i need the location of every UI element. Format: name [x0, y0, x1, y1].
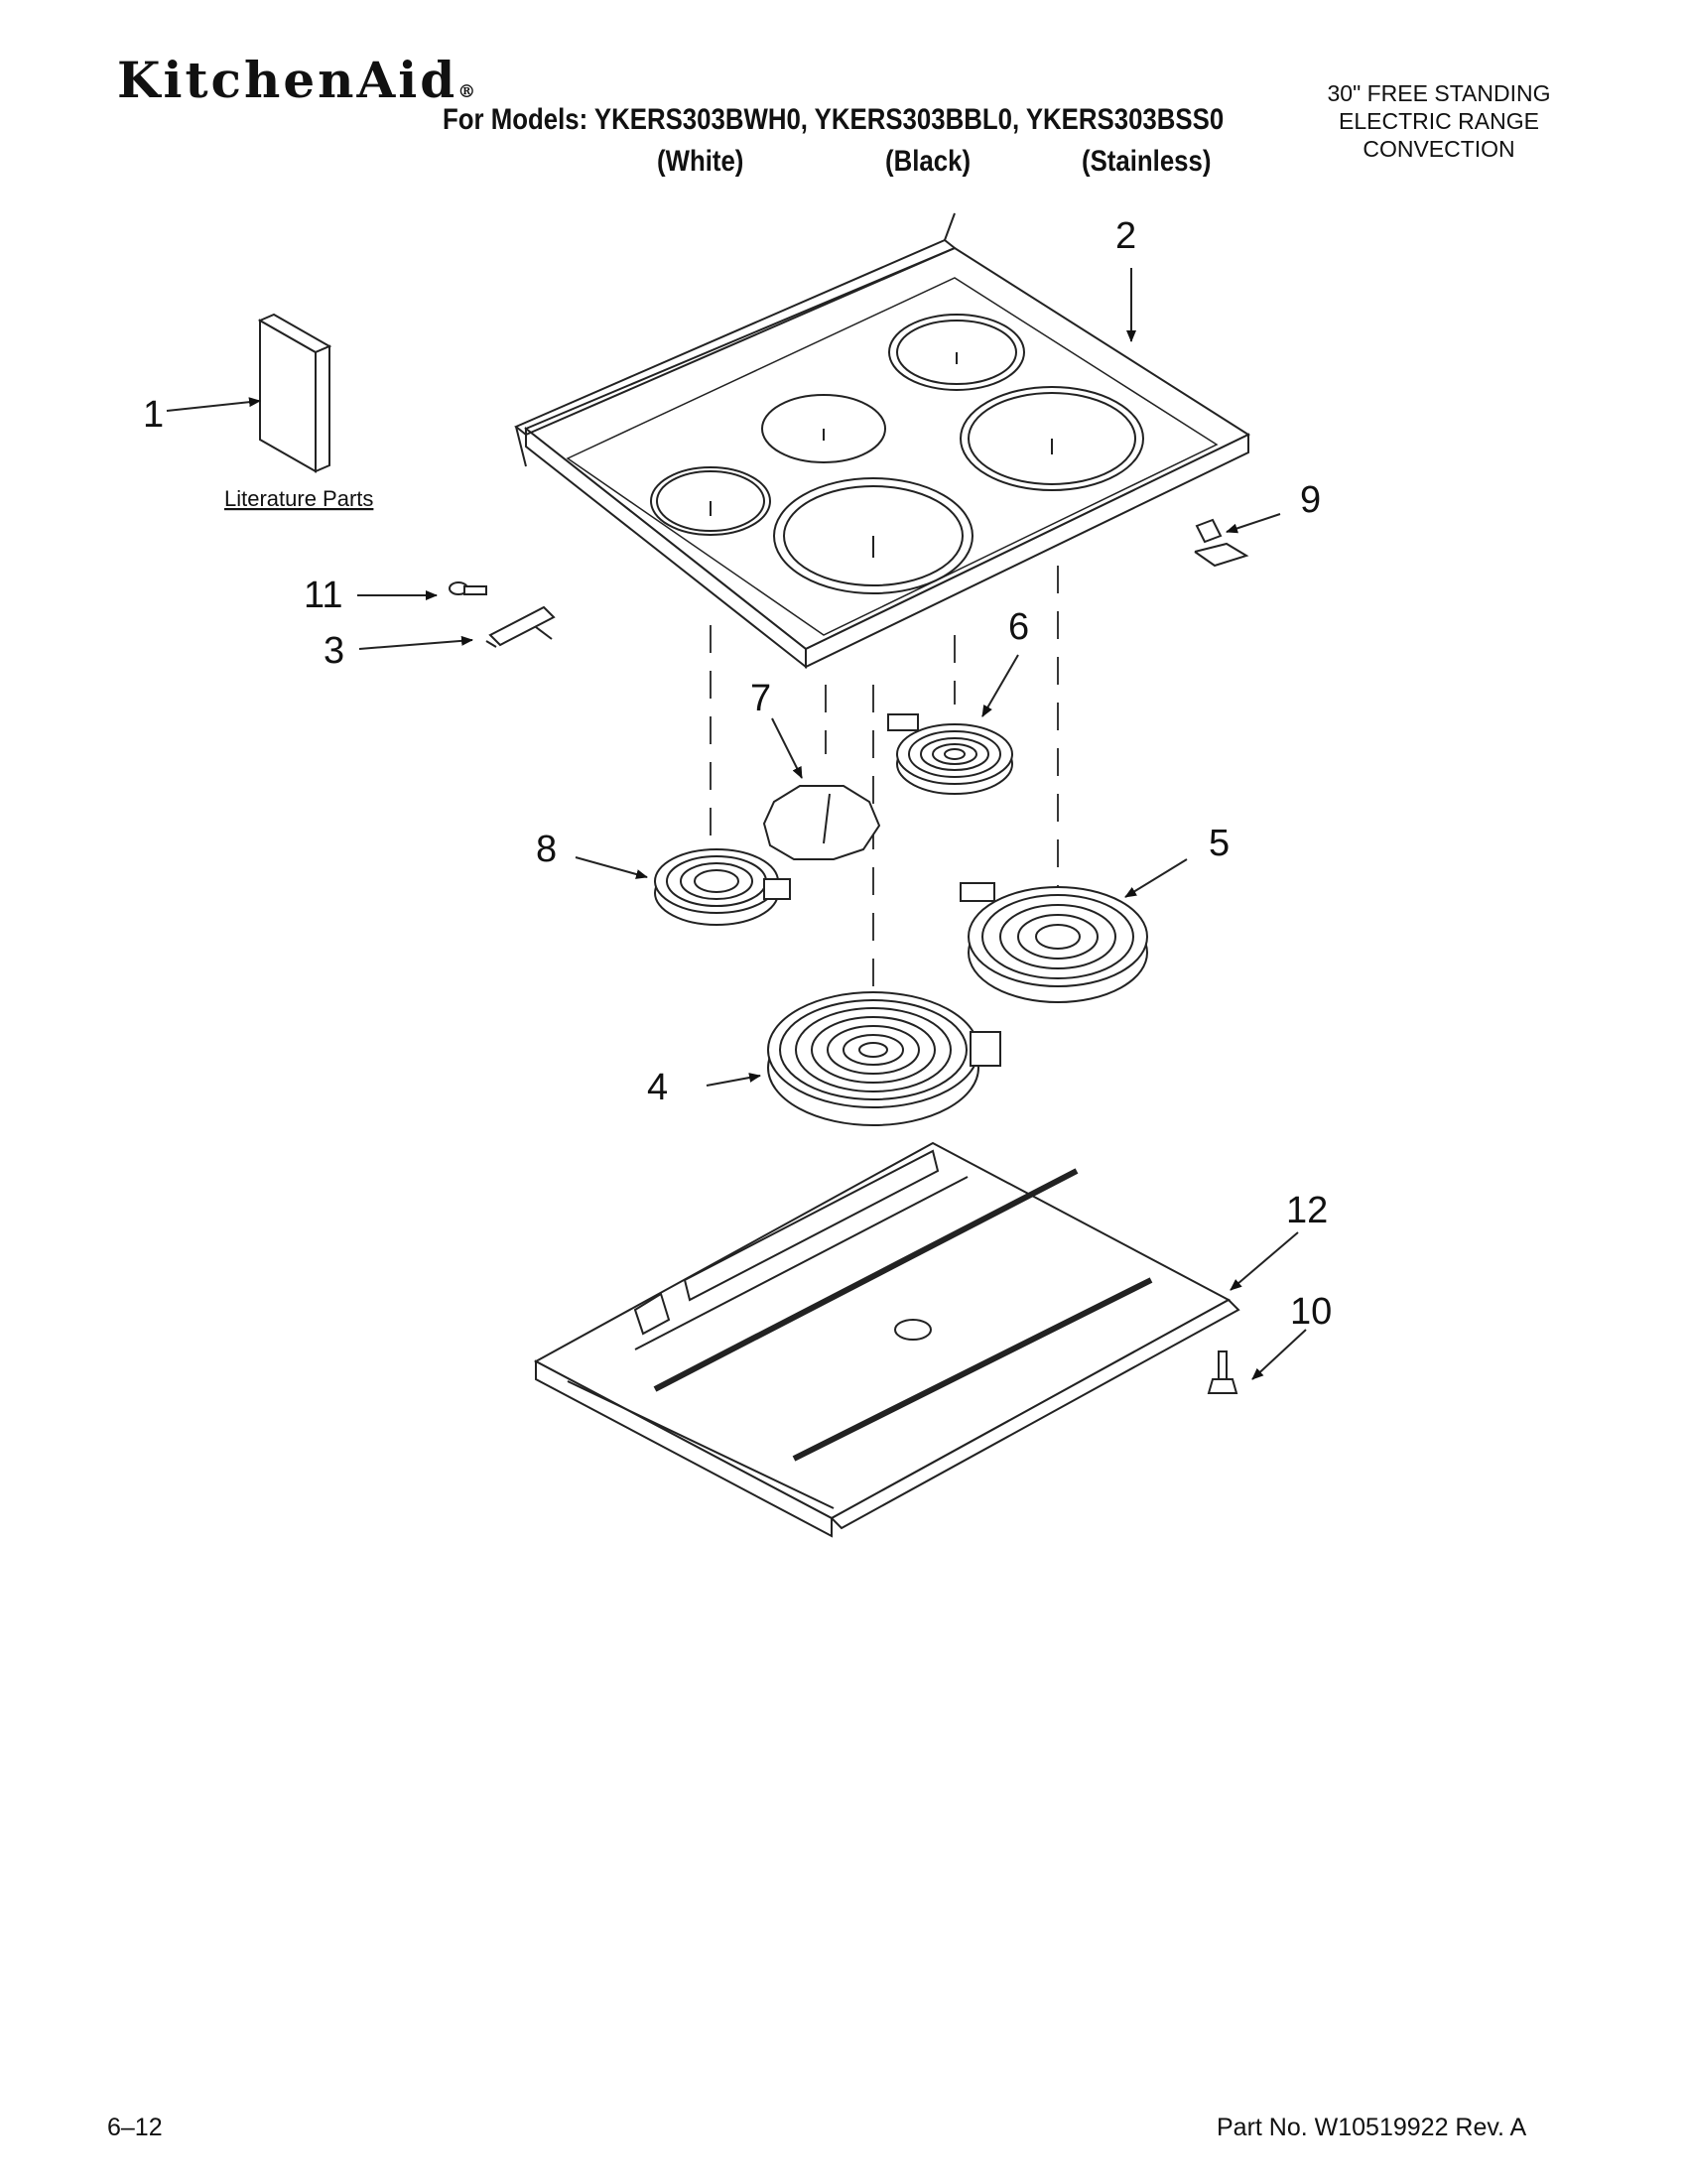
bracket-3 [485, 605, 556, 648]
brand-name: KitchenAid [117, 51, 458, 109]
callout-12: 12 [1286, 1190, 1328, 1231]
element-5 [960, 882, 1148, 1003]
part-number: Part No. W10519922 Rev. A [1217, 2114, 1527, 2141]
variant-stainless: (Stainless) [1082, 145, 1212, 178]
callout-1: 1 [143, 394, 164, 436]
sensor-plate-7 [762, 785, 881, 860]
callout-7: 7 [750, 678, 771, 719]
variant-black: (Black) [885, 145, 972, 178]
literature-booklet [257, 313, 332, 473]
callout-5: 5 [1209, 823, 1230, 864]
registered-mark: ® [457, 81, 476, 102]
callout-4: 4 [647, 1067, 668, 1108]
callout-3: 3 [324, 630, 344, 672]
cooktop-surface [514, 212, 1251, 670]
callout-numbers: 1 2 3 4 5 6 7 8 9 10 11 12 [143, 215, 1332, 1333]
element-4 [767, 991, 1001, 1126]
callout-9: 9 [1300, 479, 1321, 521]
callout-11: 11 [304, 575, 342, 616]
leader-arrows [166, 268, 1307, 1380]
screw-10 [1207, 1350, 1238, 1394]
product-line-3: CONVECTION [1363, 136, 1515, 162]
bottom-tray [533, 1141, 1240, 1538]
callout-6: 6 [1008, 606, 1029, 648]
literature-parts-label: Literature Parts [224, 486, 373, 511]
callout-2: 2 [1115, 215, 1136, 257]
element-6 [887, 713, 1013, 795]
product-line-1: 30" FREE STANDING [1327, 80, 1551, 106]
product-line-2: ELECTRIC RANGE [1339, 108, 1539, 134]
brand-logo: KitchenAid® [117, 56, 475, 105]
models-line: For Models: YKERS303BWH0, YKERS303BBL0, … [443, 103, 1225, 136]
screw-11 [449, 581, 487, 595]
element-8 [654, 848, 791, 926]
variant-white: (White) [657, 145, 744, 178]
callout-8: 8 [536, 829, 557, 870]
callout-10: 10 [1290, 1291, 1332, 1333]
page-number: 6–12 [107, 2114, 163, 2141]
alignment-lines [710, 566, 1059, 1052]
clip-9 [1194, 518, 1249, 568]
